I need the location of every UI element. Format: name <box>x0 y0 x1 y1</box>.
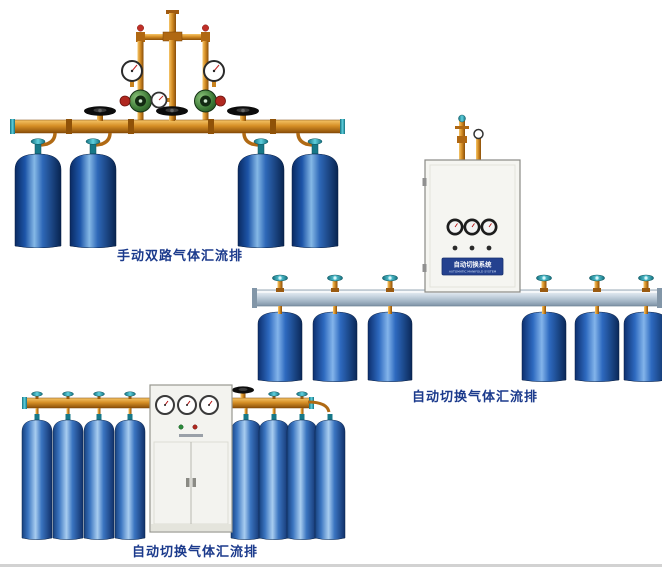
plate-subtitle: AUTOMATIC MANIFOLD SYSTEM <box>449 270 497 274</box>
indicator-light <box>486 245 492 251</box>
gas-cylinder <box>258 414 290 540</box>
cabinet-gauge <box>446 218 464 236</box>
cabinet-gauge <box>463 218 481 236</box>
gas-cylinder <box>257 306 303 382</box>
gas-cylinder <box>623 306 662 382</box>
control-cabinet <box>149 384 233 533</box>
cabinet-inlet-pipes <box>455 114 484 162</box>
cylinder-valve-wheel <box>307 138 323 145</box>
shutoff-handwheel <box>227 106 259 121</box>
indicator-light <box>452 245 458 251</box>
pressure-regulator-left <box>119 60 152 113</box>
gas-cylinder <box>286 414 318 540</box>
inlet-valve-knob <box>137 24 144 32</box>
rail-valve <box>382 274 398 292</box>
pigtail-tube <box>307 400 331 413</box>
rail-valve <box>589 274 605 292</box>
pipe-valve-cap <box>458 114 466 123</box>
auto-manifold-floor-illustration <box>21 384 346 540</box>
pigtail-tube <box>95 132 112 147</box>
cylinder-connector <box>595 306 599 314</box>
gas-cylinder <box>521 306 567 382</box>
pigtail-tube <box>242 132 259 147</box>
cabinet-hinge <box>422 264 427 272</box>
control-cabinet: 自动切换系统 AUTOMATIC MANIFOLD SYSTEM <box>422 159 521 293</box>
shutoff-handwheel <box>84 106 116 121</box>
gas-cylinder <box>21 414 53 540</box>
gas-cylinder <box>367 306 413 382</box>
indicator-light <box>469 245 475 251</box>
gas-cylinder <box>69 138 117 248</box>
gas-cylinder <box>237 138 285 248</box>
pipe-tap-valve <box>268 391 280 414</box>
rail-valve <box>327 274 343 292</box>
rail-valve <box>272 274 288 292</box>
door-handle <box>186 478 190 487</box>
indicator-light <box>178 424 184 430</box>
pipe-tap-valve <box>31 391 43 414</box>
manual-manifold-illustration <box>10 10 345 248</box>
pipe-tap-valve <box>296 391 308 414</box>
figure-caption: 自动切换气体汇流排 <box>411 390 538 405</box>
cabinet-label-strip <box>179 434 203 437</box>
cabinet-gauge <box>199 395 219 415</box>
gas-cylinder <box>14 138 62 248</box>
cabinet-gauge <box>155 395 175 415</box>
gas-cylinder <box>574 306 620 382</box>
door-handle <box>192 478 196 487</box>
cylinder-connector <box>333 306 337 314</box>
pigtail-tube <box>296 132 313 147</box>
pipe-tap-valve <box>244 408 248 414</box>
small-gauge <box>473 128 484 140</box>
plate-title: 自动切换系统 <box>454 260 492 269</box>
gas-cylinder <box>83 414 115 540</box>
shutoff-handwheel <box>232 386 254 398</box>
gas-cylinder <box>52 414 84 540</box>
cabinet-name-plate: 自动切换系统 AUTOMATIC MANIFOLD SYSTEM <box>441 257 504 276</box>
cylinder-connector <box>542 306 546 314</box>
inlet-header-assembly <box>136 10 210 121</box>
cylinder-valve-wheel <box>85 138 101 145</box>
rail-valve <box>638 274 654 292</box>
cylinder-valve-wheel <box>253 138 269 145</box>
figure-auto-switch-floor <box>15 378 350 543</box>
figure-caption: 自动切换气体汇流排 <box>131 545 258 560</box>
pressure-regulator-right <box>194 60 226 113</box>
figure-caption: 手动双路气体汇流排 <box>116 249 243 264</box>
cabinet-base <box>151 524 231 531</box>
figure-auto-switch-wall: 自动切换系统 AUTOMATIC MANIFOLD SYSTEM <box>252 112 662 392</box>
outlet-gauge <box>150 91 170 109</box>
gas-cylinder <box>230 414 262 540</box>
pipe-tap-valve <box>62 391 74 414</box>
cylinder-valve-wheel <box>30 138 46 145</box>
cabinet-gauge <box>177 395 197 415</box>
cabinet-hinge <box>422 178 427 186</box>
indicator-light <box>192 424 198 430</box>
regulator-wheel <box>119 95 131 107</box>
cabinet-gauge <box>480 218 498 236</box>
gas-cylinder <box>291 138 339 248</box>
inlet-valve-knob <box>202 24 209 32</box>
shutoff-handwheel <box>156 106 188 121</box>
gas-cylinder <box>312 306 358 382</box>
pigtail-tube <box>40 132 57 147</box>
page-bottom-divider <box>0 564 662 567</box>
cylinder-connector <box>278 306 282 314</box>
regulator-wheel <box>215 95 226 107</box>
gas-cylinder <box>114 414 146 540</box>
cylinder-connector <box>388 306 392 314</box>
cylinder-connector <box>644 306 648 314</box>
main-manifold-pipe <box>10 119 345 134</box>
pipe-tap-valve <box>124 391 136 414</box>
gas-cylinder <box>314 414 346 540</box>
figure-manual-dual-manifold <box>10 8 345 248</box>
pipe-tap-valve <box>93 391 105 414</box>
auto-manifold-illustration: 自动切换系统 AUTOMATIC MANIFOLD SYSTEM <box>252 114 662 382</box>
rail-valve <box>536 274 552 292</box>
